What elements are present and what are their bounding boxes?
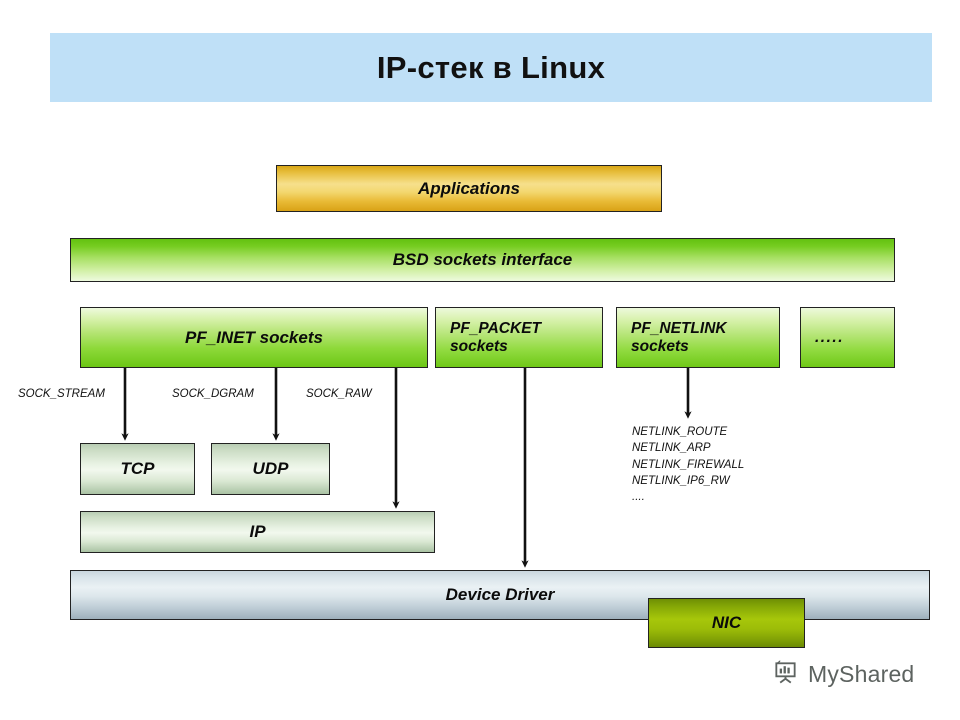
block-device-driver-label: Device Driver (445, 585, 555, 605)
block-other-sockets[interactable]: ..... (800, 307, 895, 368)
block-applications-label: Applications (417, 178, 520, 198)
connector-label-sock-dgram: SOCK_DGRAM (172, 388, 254, 400)
title-banner: IP-стек в Linux (50, 33, 932, 102)
block-pf-netlink-sockets-label: PF_NETLINK sockets (631, 320, 727, 355)
block-bsd-sockets-interface-label: BSD sockets interface (392, 250, 573, 270)
watermark: MyShared (772, 658, 914, 690)
block-nic-label: NIC (711, 613, 742, 633)
netlink-protocol-item: NETLINK_ARP (632, 442, 711, 455)
block-applications[interactable]: Applications (276, 165, 662, 212)
block-pf-inet-sockets-label: PF_INET sockets (185, 327, 323, 347)
connector-label-sock-raw: SOCK_RAW (306, 388, 372, 400)
block-tcp[interactable]: TCP (80, 443, 195, 495)
block-pf-inet-sockets[interactable]: PF_INET sockets (80, 307, 428, 368)
block-udp[interactable]: UDP (211, 443, 330, 495)
netlink-protocol-item: NETLINK_FIREWALL (632, 458, 745, 471)
presentation-board-icon (772, 658, 799, 690)
block-tcp-label: TCP (120, 459, 155, 479)
connector-label-sock-stream: SOCK_STREAM (18, 388, 105, 400)
netlink-protocol-list: NETLINK_ROUTE NETLINK_ARP NETLINK_FIREWA… (632, 424, 744, 506)
block-other-sockets-label: ..... (815, 328, 845, 346)
block-pf-packet-sockets-label: PF_PACKET sockets (450, 320, 542, 355)
block-pf-netlink-sockets[interactable]: PF_NETLINK sockets (616, 307, 780, 368)
netlink-protocol-item: NETLINK_IP6_RW (632, 474, 730, 487)
watermark-label: MyShared (808, 660, 915, 687)
block-ip[interactable]: IP (80, 511, 435, 553)
netlink-protocol-item: NETLINK_ROUTE (632, 426, 728, 438)
block-udp-label: UDP (252, 459, 289, 479)
block-pf-packet-sockets[interactable]: PF_PACKET sockets (435, 307, 603, 368)
block-ip-label: IP (249, 522, 266, 542)
page-title: IP-стек в Linux (376, 49, 606, 85)
netlink-protocol-item: .... (632, 491, 645, 504)
block-bsd-sockets-interface[interactable]: BSD sockets interface (70, 238, 895, 282)
block-nic[interactable]: NIC (648, 598, 805, 648)
